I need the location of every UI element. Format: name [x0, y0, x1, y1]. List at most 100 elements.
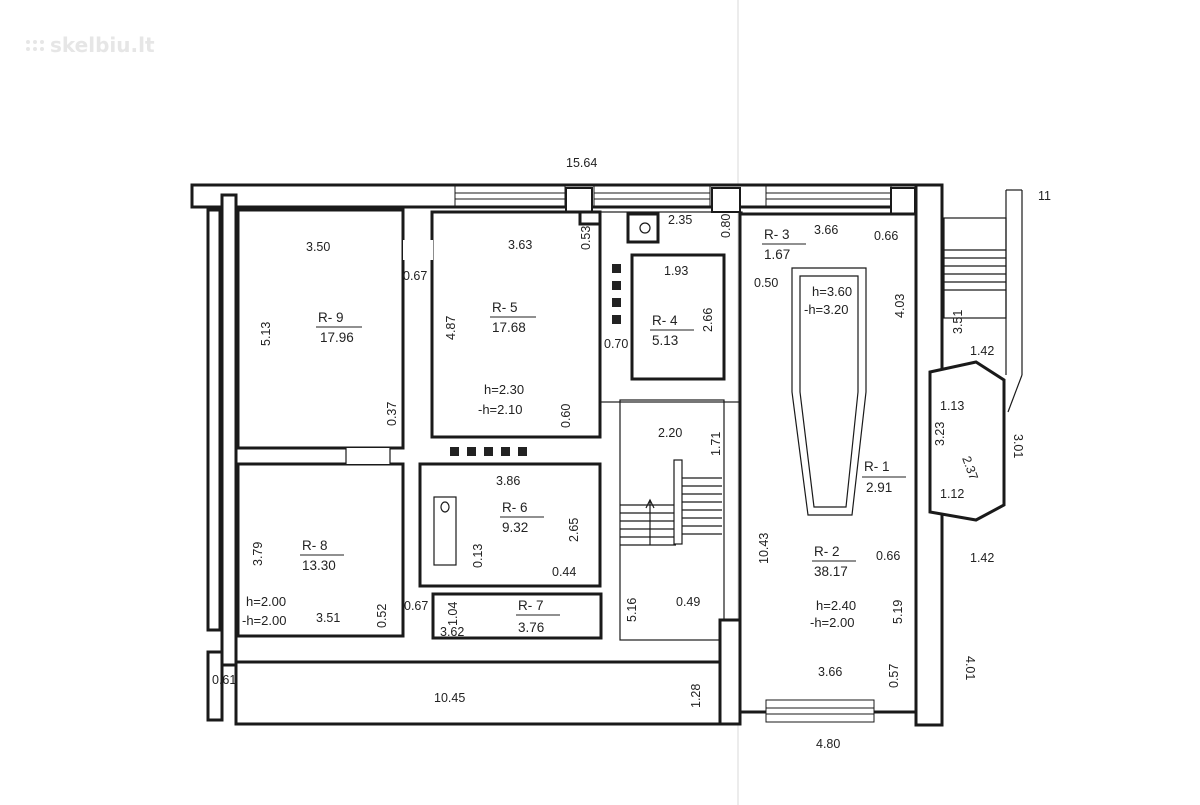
- dimension: 0.50: [754, 276, 778, 290]
- height-labels: h=2.30 -h=2.10 h=3.60 -h=3.20 h=2.40 -h=…: [242, 284, 856, 630]
- dimension: 0.70: [604, 337, 628, 351]
- dimension: 5.16: [625, 598, 639, 622]
- dimension: 3.63: [508, 238, 532, 252]
- dimension: 4.03: [893, 294, 907, 318]
- height-value: h=2.00: [246, 594, 286, 609]
- dimension: 5.19: [891, 600, 905, 624]
- room-id: R- 3: [764, 227, 790, 242]
- dimension: 10.43: [757, 533, 771, 564]
- room-area: 17.96: [320, 330, 354, 345]
- height-value: -h=2.00: [810, 615, 854, 630]
- dimension: 3.51: [316, 611, 340, 625]
- height-value: -h=2.00: [242, 613, 286, 628]
- dimension: 0.66: [874, 229, 898, 243]
- stairs-icon: [620, 459, 722, 546]
- dimension: 1.42: [970, 344, 994, 358]
- dimension: 0.57: [887, 664, 901, 688]
- room-r2-outline: [738, 212, 918, 714]
- room-id: R- 2: [814, 544, 840, 559]
- dimension: 0.61: [212, 673, 236, 687]
- room-id: R- 7: [518, 598, 544, 613]
- dimension: 3.66: [818, 665, 842, 679]
- room-r6-outline: [418, 462, 602, 588]
- room-area: 9.32: [502, 520, 528, 535]
- left-outer-wall: [206, 208, 222, 632]
- dimension: 0.67: [404, 599, 428, 613]
- dimension: 3.50: [306, 240, 330, 254]
- room-label-r3: R- 3 1.67: [762, 227, 806, 262]
- left-inner-wall: [220, 193, 238, 667]
- bottom-wall: [234, 660, 722, 726]
- dimension: 3.86: [496, 474, 520, 488]
- room-label-r1: R- 1 2.91: [862, 459, 906, 495]
- dimension: 2.35: [668, 213, 692, 227]
- dimension: 2.65: [567, 518, 581, 542]
- walls: [190, 183, 1023, 727]
- bottom-window: [765, 699, 875, 723]
- dimension: 0.13: [471, 544, 485, 568]
- dimension: 2.20: [658, 426, 682, 440]
- room-label-r8: R- 8 13.30: [300, 538, 344, 573]
- room-labels: R- 9 17.96 R- 5 17.68 R- 4 5.13 R- 3 1.6…: [300, 227, 906, 635]
- room-r4-outline: [630, 253, 726, 381]
- dimension: 3.51: [951, 310, 965, 334]
- dimension: 2.66: [701, 308, 715, 332]
- room-label-r6: R- 6 9.32: [500, 500, 544, 535]
- stair-hall-outline: [619, 399, 725, 641]
- dimension: 1.04: [446, 602, 460, 626]
- dimension: 1.12: [940, 487, 964, 501]
- height-value: -h=3.20: [804, 302, 848, 317]
- dimension: 3.79: [251, 542, 265, 566]
- dimension: 0.37: [385, 402, 399, 426]
- room-area: 3.76: [518, 620, 544, 635]
- dimension: 0.67: [403, 269, 427, 283]
- room-id: R- 6: [502, 500, 528, 515]
- bathtub-icon: [433, 496, 457, 566]
- room-area: 17.68: [492, 320, 526, 335]
- r2-left-wall: [718, 618, 742, 726]
- room-label-r9: R- 9 17.96: [316, 310, 362, 345]
- room-id: R- 1: [864, 459, 890, 474]
- dimension: 4.87: [444, 316, 458, 340]
- room-area: 2.91: [866, 480, 892, 495]
- dimension: 4.01: [963, 656, 977, 680]
- bottom-left-stub: [206, 650, 224, 722]
- dimension: 1.93: [664, 264, 688, 278]
- room-r7-outline: [431, 592, 603, 640]
- top-windows: [454, 185, 916, 217]
- room-label-r4: R- 4 5.13: [650, 313, 694, 348]
- height-value: h=2.40: [816, 598, 856, 613]
- room-id: R- 5: [492, 300, 518, 315]
- dimension: 1.13: [940, 399, 964, 413]
- room-area: 13.30: [302, 558, 336, 573]
- dimension: 0.52: [375, 604, 389, 628]
- room-label-r7: R- 7 3.76: [516, 598, 560, 635]
- dimension: 0.60: [559, 404, 573, 428]
- dimension: 1.71: [709, 432, 723, 456]
- exterior-stairs: [943, 189, 1023, 413]
- pool-outline: [791, 267, 867, 516]
- dimension: 3.66: [814, 223, 838, 237]
- dimension: 0.44: [552, 565, 576, 579]
- room-label-r5: R- 5 17.68: [490, 300, 536, 335]
- room-r9-outline: [236, 208, 405, 450]
- watermark-logo: skelbiu.lt: [26, 33, 155, 57]
- dimension: 1.28: [689, 684, 703, 708]
- room-r8-outline: [236, 462, 405, 638]
- dimension: 10.45: [434, 691, 465, 705]
- room-area: 1.67: [764, 247, 790, 262]
- dimension-labels: 15.64 3.50 0.67 3.63 0.53 2.35 0.80 3.66…: [212, 156, 1025, 751]
- dimension: 0.66: [876, 549, 900, 563]
- dimension: 1.42: [970, 551, 994, 565]
- dimension: 0.80: [719, 214, 733, 238]
- room-r1-bay: [928, 360, 1006, 522]
- height-value: -h=2.10: [478, 402, 522, 417]
- room-id: R- 8: [302, 538, 328, 553]
- dimension: 3.01: [1011, 434, 1025, 458]
- dimension: 3.23: [933, 422, 947, 446]
- dimension: 5.13: [259, 322, 273, 346]
- room-id: R- 9: [318, 310, 344, 325]
- radiator-icons: [450, 264, 621, 456]
